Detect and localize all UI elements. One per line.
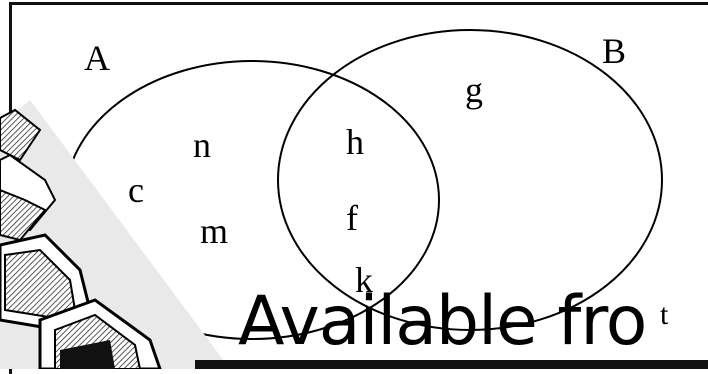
element-g: g xyxy=(465,72,483,108)
element-m: m xyxy=(200,213,228,249)
partial-glyph: t xyxy=(660,300,668,330)
set-b-label: B xyxy=(602,33,626,69)
logo-badge xyxy=(0,0,230,369)
element-c: c xyxy=(128,172,144,208)
watermark-text: Available fro xyxy=(238,288,646,356)
element-h: h xyxy=(346,124,364,160)
bottom-border xyxy=(195,360,708,369)
element-f: f xyxy=(346,200,358,236)
element-n: n xyxy=(193,127,211,163)
set-a-label: A xyxy=(84,40,110,76)
